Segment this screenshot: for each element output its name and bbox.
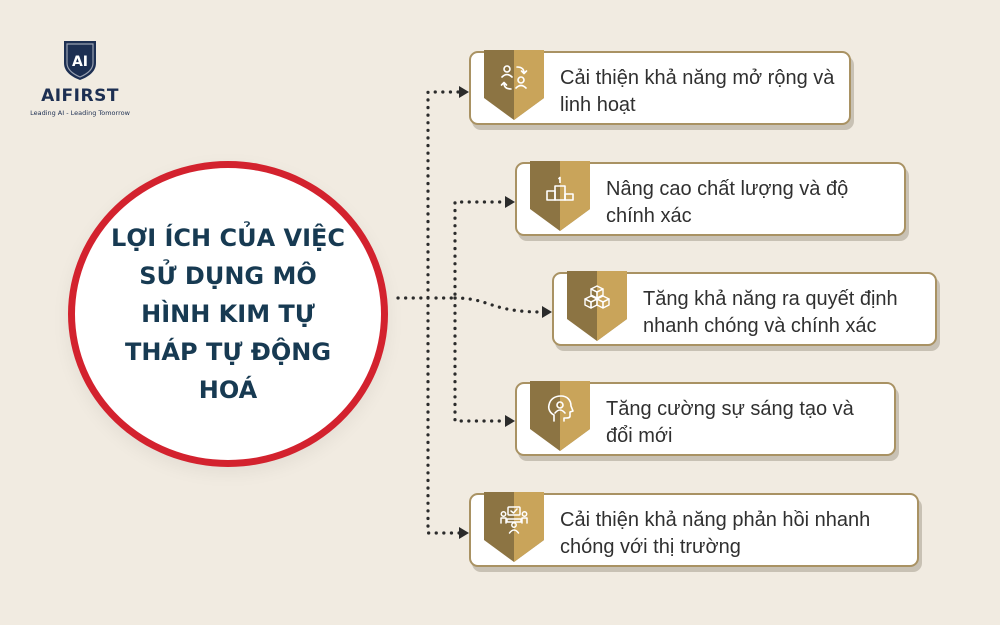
company-logo: AI AIFIRST Leading AI - Leading Tomorrow bbox=[20, 38, 140, 117]
benefit-card-market-response: Cải thiện khả năng phản hồi nhanh chóng … bbox=[469, 492, 919, 567]
arrowhead-3 bbox=[542, 306, 552, 318]
benefit-badge bbox=[567, 271, 627, 341]
logo-tagline: Leading AI - Leading Tomorrow bbox=[30, 109, 130, 117]
benefit-badge bbox=[530, 381, 590, 451]
benefit-text: Cải thiện khả năng phản hồi nhanh chóng … bbox=[560, 509, 871, 558]
benefit-card-scalability: Cải thiện khả năng mở rộng và linh hoạt bbox=[469, 50, 851, 125]
benefit-text: Tăng cường sự sáng tạo và đổi mới bbox=[606, 398, 854, 447]
connector-to-benefit-2 bbox=[434, 200, 507, 300]
boxes-icon bbox=[584, 285, 610, 309]
team-exchange-icon bbox=[500, 65, 528, 90]
benefit-card-quality: Nâng cao chất lượng và độ chính xác bbox=[515, 161, 906, 236]
benefit-text: Tăng khả năng ra quyết định nhanh chóng … bbox=[643, 288, 898, 337]
arrowhead-5 bbox=[459, 527, 469, 539]
arrowhead-4 bbox=[505, 415, 515, 427]
center-circle: LỢI ÍCH CỦA VIỆC SỬ DỤNG MÔ HÌNH KIM TỰ … bbox=[68, 161, 388, 467]
connector-to-benefit-3 bbox=[453, 296, 544, 314]
benefit-badge bbox=[484, 50, 544, 120]
arrowhead-1 bbox=[459, 86, 469, 98]
connector-to-benefit-5 bbox=[426, 296, 462, 535]
logo-name: AIFIRST bbox=[41, 86, 119, 106]
arrowhead-2 bbox=[505, 196, 515, 208]
podium-icon bbox=[546, 176, 574, 201]
logo-shield-icon: AI bbox=[64, 41, 96, 80]
benefit-text: Cải thiện khả năng mở rộng và linh hoạt bbox=[560, 67, 835, 116]
benefit-badge bbox=[530, 161, 590, 231]
connector-to-benefit-4 bbox=[453, 296, 507, 423]
center-title: LỢI ÍCH CỦA VIỆC SỬ DỤNG MÔ HÌNH KIM TỰ … bbox=[110, 224, 346, 404]
benefit-card-creativity: Tăng cường sự sáng tạo và đổi mới bbox=[515, 381, 896, 456]
benefit-card-decision: Tăng khả năng ra quyết định nhanh chóng … bbox=[552, 271, 937, 346]
meeting-feedback-icon bbox=[500, 506, 528, 534]
logo-mark: AI bbox=[72, 54, 88, 70]
benefit-text: Nâng cao chất lượng và độ chính xác bbox=[606, 178, 849, 227]
creative-mind-icon bbox=[547, 395, 574, 422]
connector-to-benefit-1 bbox=[396, 90, 462, 300]
benefit-badge bbox=[484, 492, 544, 562]
